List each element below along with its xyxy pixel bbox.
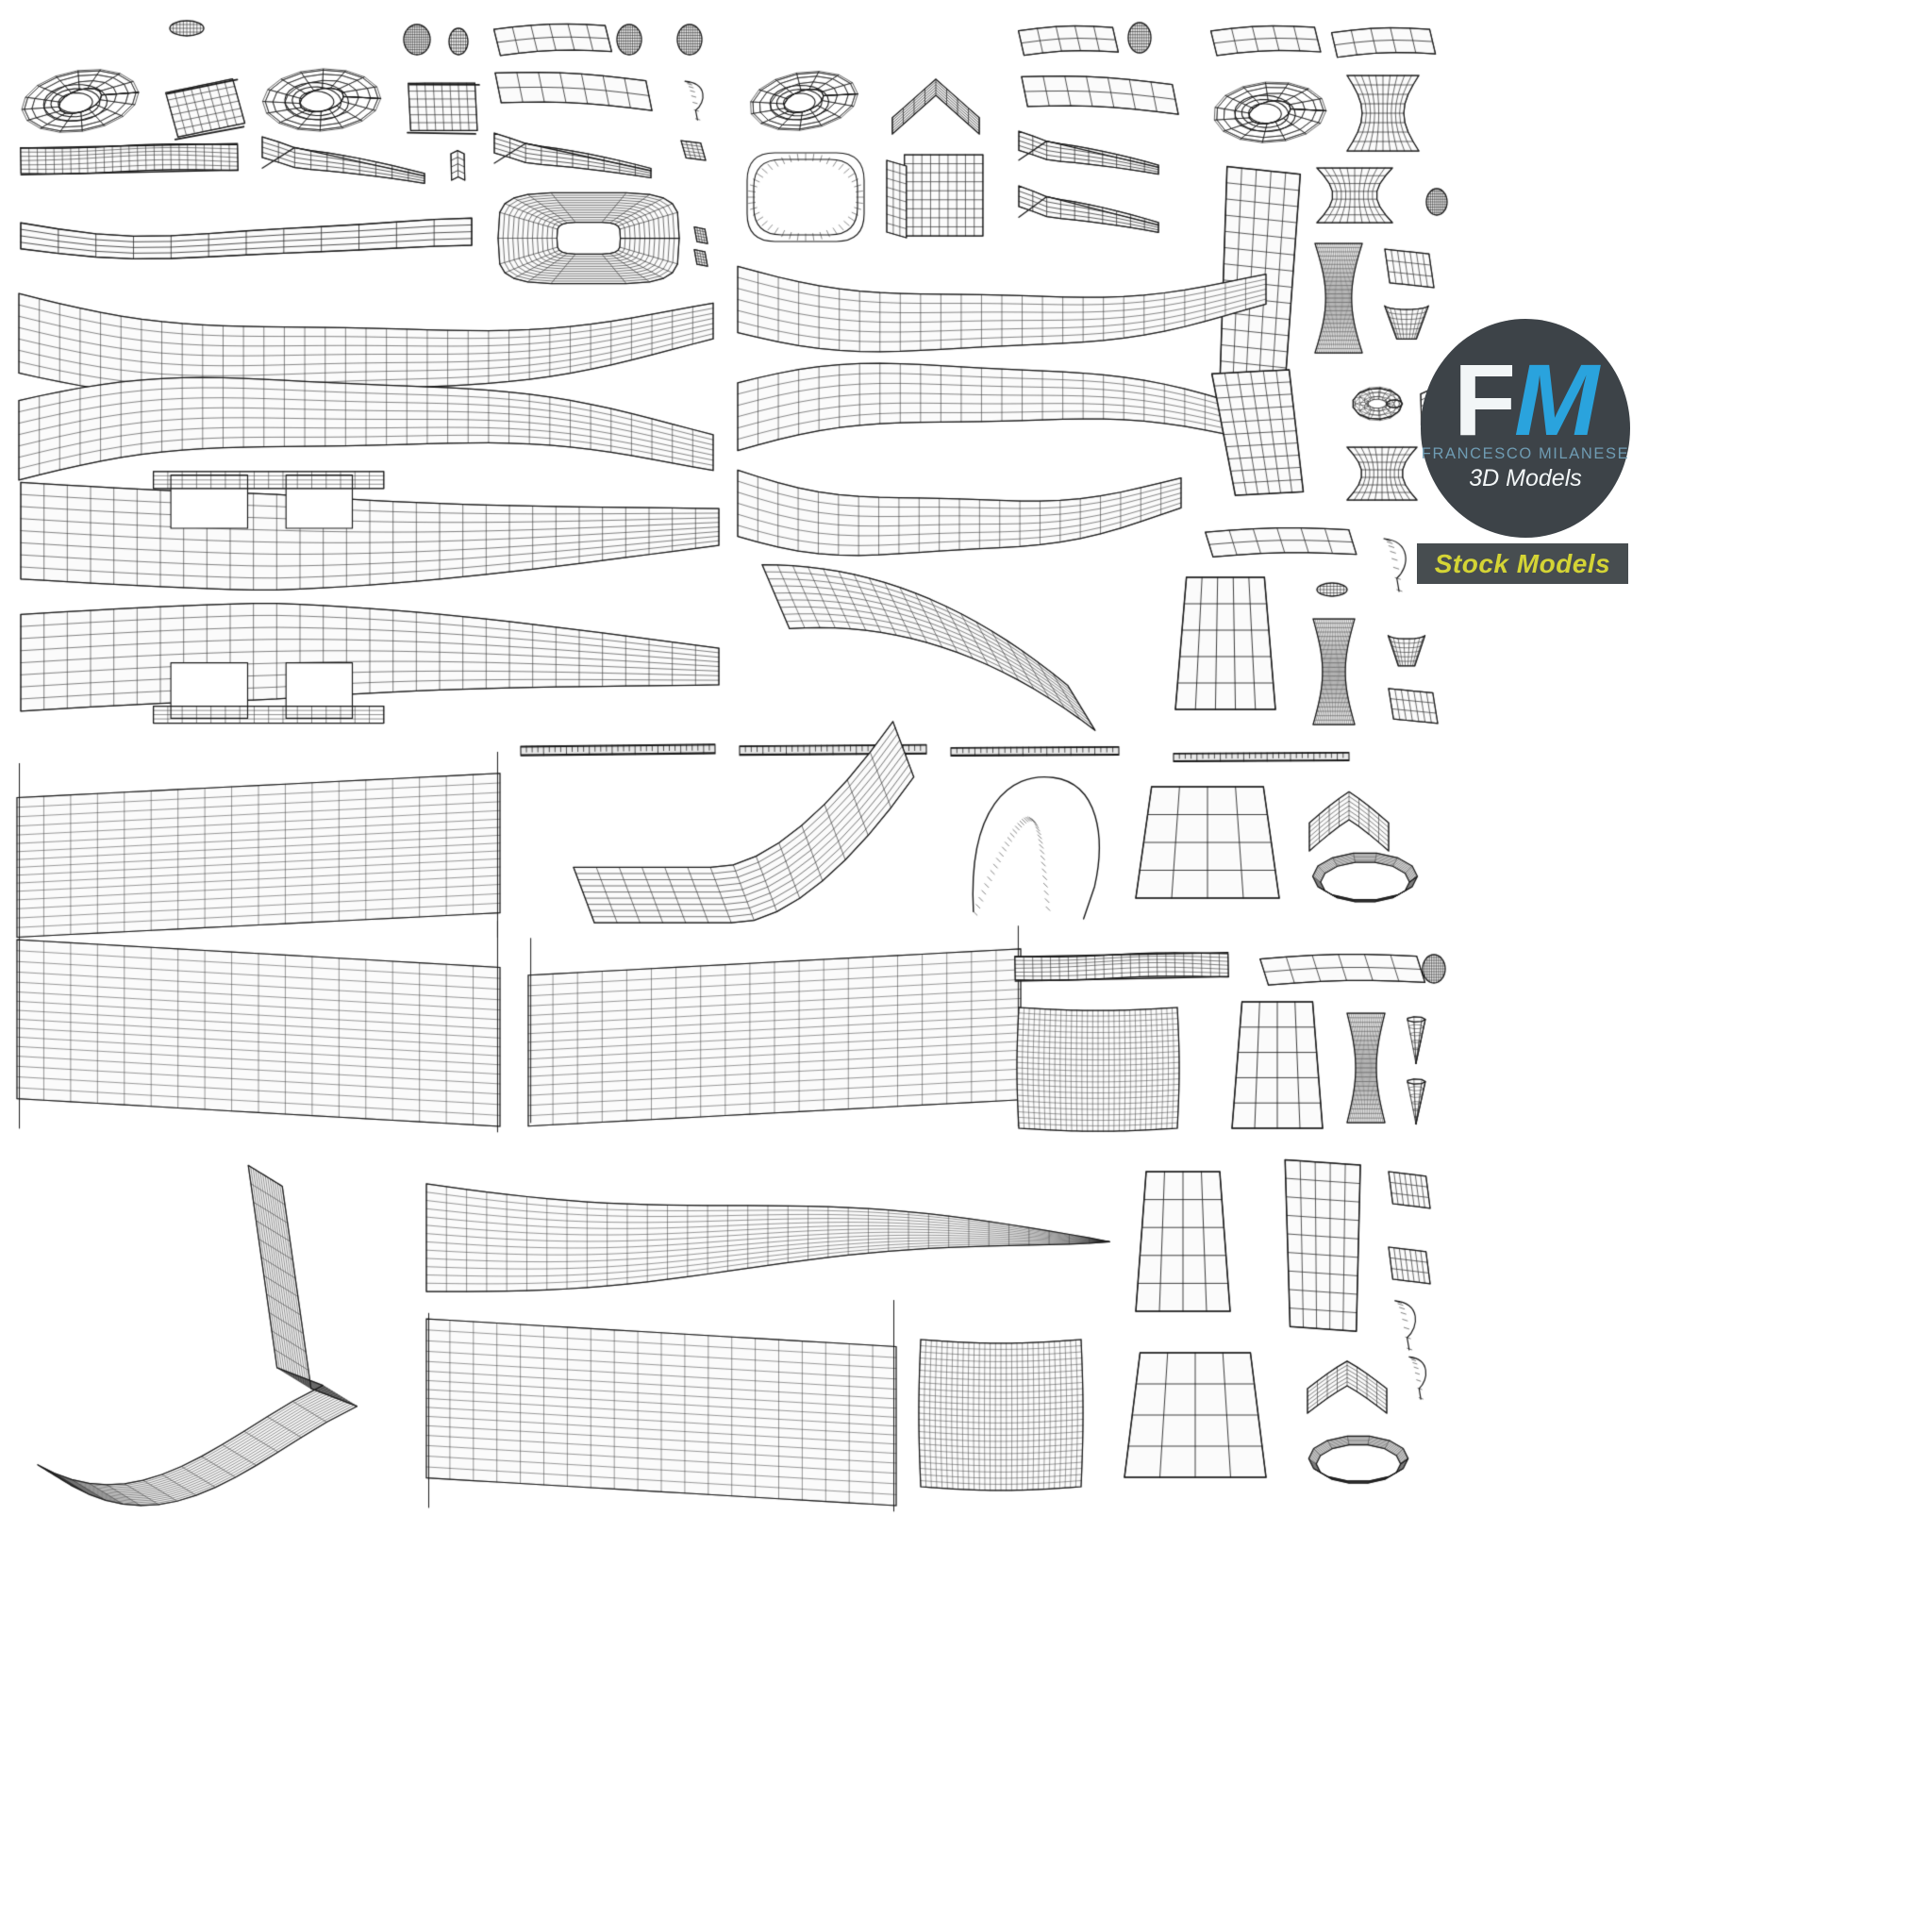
wireframe-parts-canvas xyxy=(0,0,1932,1932)
model-sheet-page: FM FRANCESCO MILANESE 3D Models Stock Mo… xyxy=(0,0,1932,1932)
